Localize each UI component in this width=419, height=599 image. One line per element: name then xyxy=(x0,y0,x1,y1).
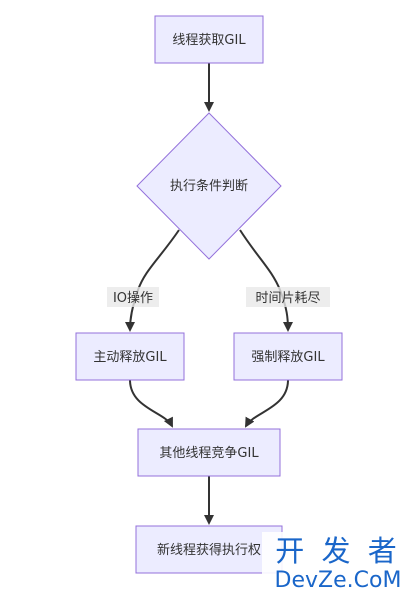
edge-time-to-compete xyxy=(245,379,289,428)
svg-text:强制释放GIL: 强制释放GIL xyxy=(251,350,325,365)
svg-text:主动释放GIL: 主动释放GIL xyxy=(93,350,167,365)
edge-label-io: IO操作 xyxy=(107,287,159,307)
node-new-exec: 新线程获得执行权 xyxy=(135,525,283,574)
node-start: 线程获取GIL xyxy=(154,15,264,64)
svg-text:其他线程竞争GIL: 其他线程竞争GIL xyxy=(159,445,259,461)
svg-text:线程获取GIL: 线程获取GIL xyxy=(172,33,246,48)
node-force-release: 强制释放GIL xyxy=(233,332,343,381)
svg-text:开 发 者: 开 发 者 xyxy=(275,534,400,568)
node-decision: 执行条件判断 xyxy=(136,112,282,260)
node-compete: 其他线程竞争GIL xyxy=(137,428,281,477)
svg-text:DevZe.CoM: DevZe.CoM xyxy=(275,568,402,593)
edge-decision-to-time xyxy=(239,229,293,332)
svg-text:IO操作: IO操作 xyxy=(113,290,153,306)
edge-decision-to-io xyxy=(125,229,180,332)
watermark-logo: 开 发 者 DevZe.CoM xyxy=(262,532,414,594)
svg-text:执行条件判断: 执行条件判断 xyxy=(170,178,248,194)
node-io-release: 主动释放GIL xyxy=(75,332,185,381)
svg-text:时间片耗尽: 时间片耗尽 xyxy=(255,291,320,306)
svg-text:新线程获得执行权: 新线程获得执行权 xyxy=(157,542,261,558)
edge-label-time: 时间片耗尽 xyxy=(246,287,330,307)
edge-io-to-compete xyxy=(129,379,173,428)
